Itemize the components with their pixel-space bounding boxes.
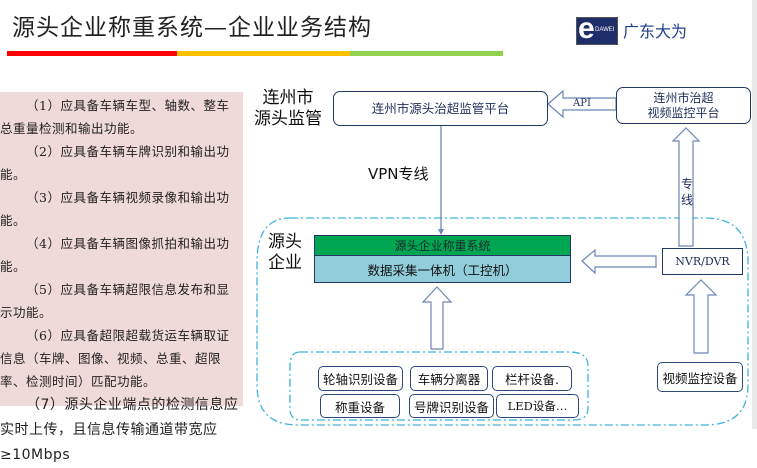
- requirement-item: （1）应具备车辆车型、轴数、整车总重量检测和输出功能。: [0, 98, 230, 136]
- device-box: 栏杆设备.: [492, 366, 572, 391]
- requirement-item: （5）应具备车辆超限信息发布和显示功能。: [0, 282, 230, 320]
- requirement-item: （3）应具备车辆视频录像和输出功能。: [0, 190, 230, 228]
- accent-bar-green: [350, 51, 503, 56]
- video-device-box: 视频监控设备: [657, 362, 743, 392]
- video-platform-line2: 视频监控平台: [647, 105, 720, 120]
- regulator-label-line2: 源头监管: [254, 109, 322, 129]
- device-box: 轮轴识别设备: [318, 366, 403, 391]
- video-to-nvr-arrow: [684, 279, 718, 354]
- company-logo: e DAWEI: [576, 17, 618, 45]
- api-label: API: [573, 98, 591, 109]
- logo-letter: e: [578, 17, 595, 45]
- vpn-label: VPN专线: [368, 165, 429, 183]
- weighing-system-box: 源头企业称重系统: [314, 235, 571, 256]
- vpn-arrowhead-bottom: [438, 229, 444, 235]
- dedicated-line-arrow: [671, 127, 701, 247]
- dedicated-line-label-2: 线: [681, 193, 694, 207]
- video-platform-box: 连州市治超 视频监控平台: [616, 87, 751, 124]
- video-platform-line1: 连州市治超: [653, 90, 714, 105]
- devices-to-collector-arrow: [421, 286, 453, 350]
- device-box: LED设备…: [496, 394, 579, 418]
- requirement-item: （6）应具备超限超载货运车辆取证信息（车牌、图像、视频、总重、超限率、检测时间）…: [0, 328, 230, 389]
- device-box: 称重设备: [320, 394, 400, 418]
- regulator-label-line1: 连州市: [262, 88, 314, 108]
- requirement-item: （4）应具备车辆图像抓拍和输出功能。: [0, 236, 230, 274]
- enterprise-region-border: [256, 217, 749, 426]
- enterprise-label-line1: 源头: [268, 232, 302, 252]
- nvr-to-collector-arrow: [581, 248, 657, 275]
- diagram-connectors: [256, 89, 749, 426]
- page-title: 源头企业称重系统—企业业务结构: [12, 15, 372, 41]
- slide-edge: [752, 0, 757, 429]
- data-collector-box: 数据采集一体机（工控机）: [314, 256, 571, 283]
- accent-bar-red: [7, 51, 177, 56]
- device-group-border: [289, 351, 589, 421]
- device-box: 号牌识别设备: [409, 394, 494, 418]
- brand-name: 广东大为: [623, 22, 688, 41]
- accent-bar-yellow: [177, 51, 350, 56]
- enterprise-label: 源头 企业: [265, 232, 305, 274]
- enterprise-label-line2: 企业: [268, 253, 302, 273]
- requirement-item: （2）应具备车辆车牌识别和输出功能。: [0, 144, 230, 182]
- nvr-dvr-box: NVR/DVR: [662, 248, 743, 275]
- regulator-platform-box: 连州市源头治超监管平台: [333, 91, 548, 126]
- regulator-label: 连州市 源头监管: [253, 88, 323, 130]
- dedicated-line-label-1: 专: [681, 177, 694, 191]
- dedicated-line-label: 专 线: [681, 176, 693, 208]
- device-box: 车辆分离器: [410, 366, 488, 391]
- logo-text: DAWEI: [595, 27, 615, 33]
